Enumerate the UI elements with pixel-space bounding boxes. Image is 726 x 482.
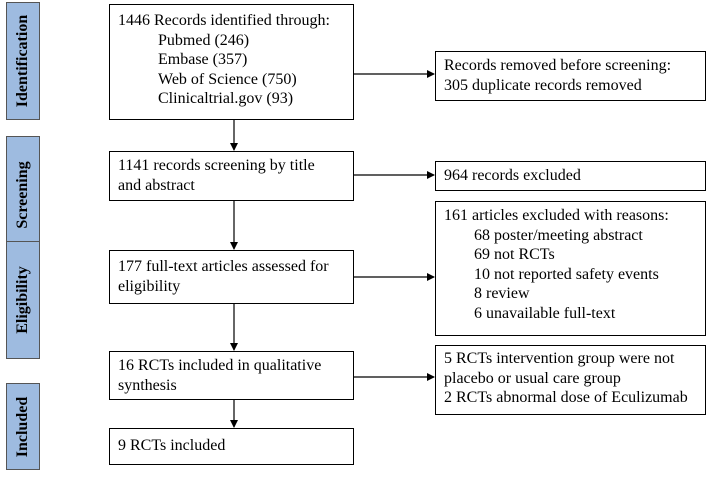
box-records-identified: 1446 Records identified through: Pubmed … [109,4,354,120]
box-excluded-fulltext: 161 articles excluded with reasons: 68 p… [435,201,706,336]
stage-eligibility: Eligibility [6,241,40,359]
identified-source-clinicaltrial: Clinicaltrial.gov (93) [158,90,294,107]
final-line-1: 9 RCTs included [118,437,226,454]
stage-screening: Screening [6,136,40,254]
screened-line-1: 1141 records screening by title [118,157,315,174]
excluded-qualitative-line-1: 5 RCTs intervention group were not [444,350,675,367]
qualitative-line-2: synthesis [118,376,177,394]
excluded-qualitative-line-2: placebo or usual care group [444,369,621,387]
box-full-text-assessed: 177 full-text articles assessed for elig… [109,250,354,304]
removed-line-1: Records removed before screening: [444,57,672,74]
removed-line-2: 305 duplicate records removed [444,76,642,94]
box-records-removed: Records removed before screening: 305 du… [435,51,706,101]
box-qualitative-synthesis: 16 RCTs included in qualitative synthesi… [109,351,354,400]
box-excluded-screening: 964 records excluded [435,161,706,191]
fulltext-line-1: 177 full-text articles assessed for [118,258,329,275]
excluded-reason-not-rct: 69 not RCTs [474,246,555,263]
qualitative-line-1: 16 RCTs included in qualitative [118,357,322,374]
excluded-reason-review: 8 review [474,285,530,302]
box-records-screened: 1141 records screening by title and abst… [109,151,354,201]
excluded-reason-unavailable: 6 unavailable full-text [474,304,616,322]
stage-included: Included [6,383,40,470]
identified-source-embase: Embase (357) [158,51,248,68]
excluded-qualitative-line-3: 2 RCTs abnormal dose of Eculizumab [444,389,688,406]
box-excluded-qualitative: 5 RCTs intervention group were not place… [435,345,706,415]
box-final-included: 9 RCTs included [109,428,354,465]
identified-heading: 1446 Records identified through: [118,12,330,29]
screened-line-2: and abstract [118,176,195,194]
excluded-reason-poster: 68 poster/meeting abstract [474,226,643,244]
excluded-screening-line-1: 964 records excluded [444,167,581,184]
stage-identification: Identification [6,2,40,120]
excluded-fulltext-heading: 161 articles excluded with reasons: [444,207,669,224]
excluded-reason-safety: 10 not reported safety events [474,265,659,283]
identified-source-wos: Web of Science (750) [158,70,297,88]
fulltext-line-2: eligibility [118,277,181,295]
identified-source-pubmed: Pubmed (246) [158,31,250,49]
